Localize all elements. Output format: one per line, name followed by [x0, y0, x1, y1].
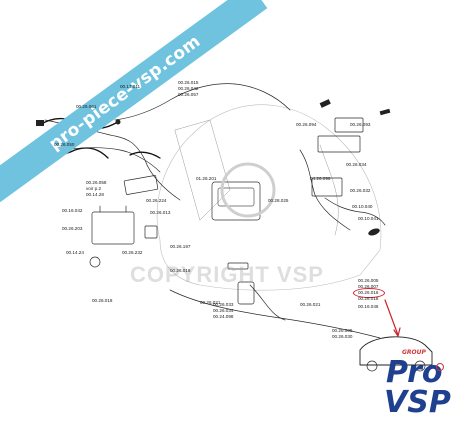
part-label: 00.25.061	[76, 104, 97, 109]
harness-bottom	[249, 284, 286, 321]
bracket-plate	[123, 175, 159, 195]
part-label: 00.17.011	[120, 84, 141, 89]
logo-group-text: GROUP	[402, 349, 426, 356]
part-label: 00.26.015	[178, 80, 199, 85]
part-label: 00.26.034	[213, 308, 234, 313]
icon-connector-top-right	[379, 108, 391, 116]
part-label: 00.26.094	[296, 122, 317, 127]
part-label: 00.26.005	[358, 278, 379, 283]
relay-box	[144, 225, 158, 239]
part-label: 00.10.040	[352, 204, 373, 209]
car-wheel-left	[366, 360, 378, 372]
harness-right	[299, 149, 351, 231]
part-label: 00.26.224	[146, 198, 167, 203]
dashboard-unit-inner	[217, 187, 255, 207]
part-label: 00.26.032	[350, 188, 371, 193]
part-label: 00.26.021	[200, 300, 221, 305]
part-label: 00.26.018	[92, 298, 113, 303]
icon-sensor	[368, 228, 380, 236]
part-label: 00.26.030	[332, 334, 353, 339]
part-label: 00.28.018	[358, 296, 379, 301]
part-label: 00.26.009	[332, 328, 353, 333]
part-label: 00.26.013	[150, 210, 171, 215]
ecu-module	[334, 117, 364, 133]
connector-mid	[227, 262, 249, 270]
cable-end-2	[115, 119, 121, 125]
part-label: 00.24.098	[213, 314, 234, 319]
copyright-watermark: COPYRIGHT VSP	[130, 262, 324, 287]
pointer-arrow	[384, 299, 399, 336]
pointer-arrow-head	[393, 327, 401, 337]
part-label: 00.26.203	[62, 226, 83, 231]
connector-lower	[237, 281, 255, 305]
part-label: 01.26.201	[196, 176, 217, 181]
part-label: 00.16.046	[358, 304, 379, 309]
harness-branch	[114, 83, 236, 121]
logo-line-vsp: VSP	[384, 385, 451, 420]
fuse-box	[317, 135, 361, 153]
watermark-circle	[220, 162, 276, 218]
body-panel-right	[319, 144, 339, 236]
connector-block	[311, 177, 343, 197]
harness-top-left-2	[59, 147, 161, 173]
part-label: 00.26.007	[358, 284, 379, 289]
part-label: 00.26.016	[358, 290, 379, 295]
car-wheel-right	[414, 360, 426, 372]
horn	[89, 256, 101, 268]
part-label: 00.14.24	[66, 250, 84, 255]
body-panel-left	[174, 119, 231, 221]
highlight-ring	[353, 288, 385, 298]
part-label: 00.10.041	[358, 216, 379, 221]
car-silhouette	[359, 336, 433, 366]
cable-end-1	[36, 120, 44, 126]
part-label: 00.26.042	[178, 86, 199, 91]
logo-line-pro: Pro	[386, 355, 443, 390]
part-label: 00.26.050	[54, 142, 75, 147]
dashboard-unit	[211, 181, 261, 221]
part-label: 00.26.232	[122, 250, 143, 255]
car-body-outline	[156, 104, 382, 291]
part-label: 00.16.042	[62, 208, 83, 213]
part-label: 00.26.093	[350, 122, 371, 127]
battery	[91, 211, 135, 245]
part-label: voir p.2	[86, 186, 102, 191]
part-label: 00.26.018	[170, 268, 191, 273]
harness-main-right	[234, 83, 291, 111]
part-label: 00.26.197	[170, 244, 191, 249]
cable-black-3	[129, 151, 161, 159]
harness-right-2	[324, 197, 386, 226]
part-label: 00.28.025	[268, 198, 289, 203]
part-label: 04.26.096	[310, 176, 331, 181]
provsp-logo: GROUP Pro VSP	[380, 349, 458, 425]
part-label: 00.26.057	[178, 92, 199, 97]
logo-circle-icon	[436, 363, 444, 371]
part-label: 00.26.058	[86, 180, 107, 185]
icon-connector-top	[319, 99, 331, 108]
part-label: 00.14.28	[86, 192, 104, 197]
part-label: 00.26.033	[213, 302, 234, 307]
part-label: 00.26.034	[346, 162, 367, 167]
part-label: 00.26.021	[300, 302, 321, 307]
